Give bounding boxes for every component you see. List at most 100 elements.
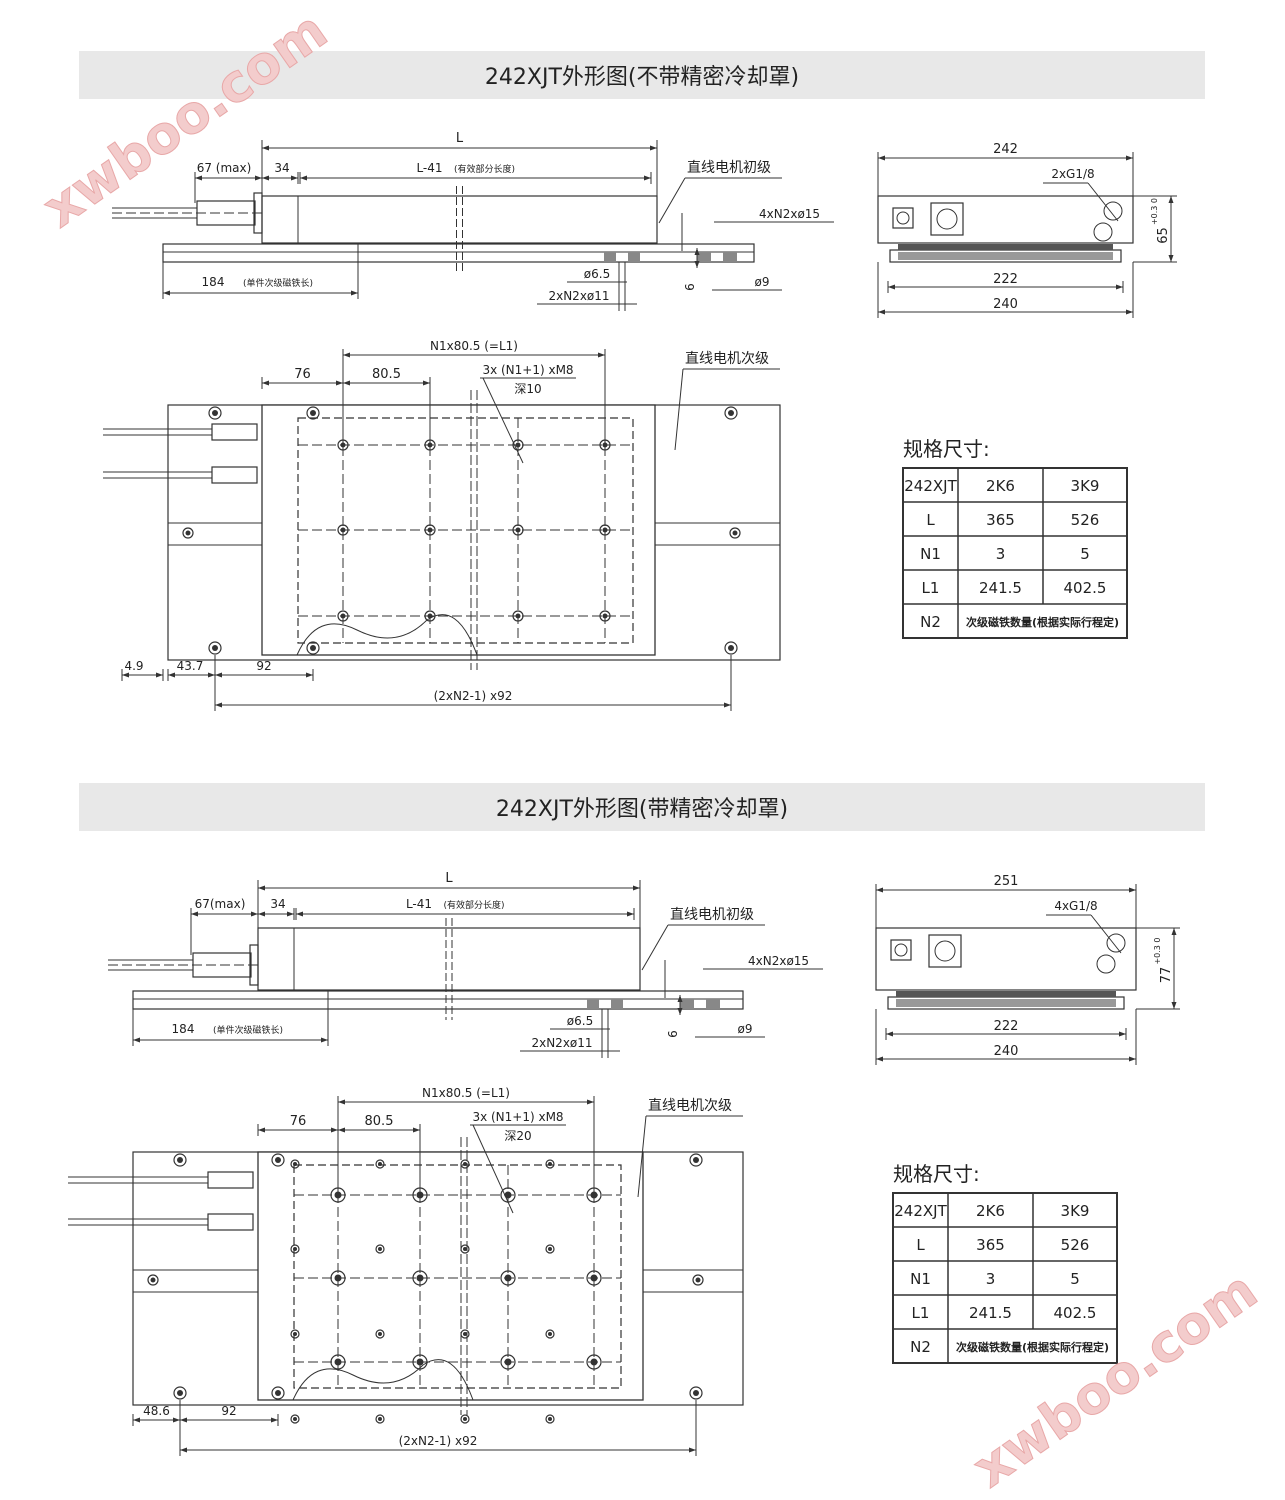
rail-mounting-hole bbox=[689, 1386, 703, 1400]
auxiliary-hole bbox=[290, 1159, 300, 1169]
label-240: 240 bbox=[994, 1044, 1019, 1059]
rail-mounting-hole bbox=[147, 1274, 159, 1286]
dimension-arrow bbox=[296, 911, 303, 917]
hole-center bbox=[504, 1274, 512, 1282]
spec-table-title: 规格尺寸: bbox=[893, 1162, 980, 1186]
label-cooling-ports: 2xG1/8 bbox=[1051, 167, 1094, 181]
dimension-arrow bbox=[1171, 928, 1177, 935]
cutaway-break bbox=[292, 1359, 474, 1401]
auxiliary-hole bbox=[375, 1244, 385, 1254]
cooling-port-icon bbox=[1093, 222, 1113, 242]
rail-mounting-hole bbox=[724, 641, 738, 655]
hole-center bbox=[504, 1191, 512, 1199]
dimension-arrow bbox=[343, 380, 350, 386]
label-end-height: 77 bbox=[1159, 967, 1174, 984]
label-L-41: L-41 bbox=[406, 897, 432, 911]
m8-mounting-hole bbox=[500, 1270, 516, 1286]
label-pitch-L1: N1x80.5 (=L1) bbox=[430, 339, 518, 353]
m8-mounting-hole bbox=[337, 524, 349, 536]
base-hatch bbox=[896, 999, 1116, 1007]
hole-center bbox=[185, 530, 191, 536]
dimension-arrow bbox=[122, 672, 129, 678]
hole-center bbox=[378, 1332, 382, 1336]
hole-center bbox=[728, 410, 734, 416]
label-67-max: 67 (max) bbox=[197, 161, 252, 175]
dimension-arrow bbox=[258, 911, 265, 917]
power-connector-icon bbox=[936, 208, 958, 230]
spec-table-title: 规格尺寸: bbox=[903, 437, 990, 461]
label-pitch-L1: N1x80.5 (=L1) bbox=[422, 1086, 510, 1100]
connector bbox=[207, 1213, 254, 1231]
dimension-arrow bbox=[133, 1037, 140, 1043]
connector bbox=[207, 1171, 254, 1189]
spec-table bbox=[902, 467, 1128, 639]
power-connector-square bbox=[928, 934, 962, 968]
dimension-arrow bbox=[650, 145, 657, 151]
primary-mover-plate bbox=[257, 1151, 644, 1401]
dimension-arrow bbox=[262, 380, 269, 386]
label-effective-length-note: (有效部分长度) bbox=[454, 163, 515, 175]
label-222: 222 bbox=[994, 1019, 1019, 1034]
table-cell: 365 bbox=[976, 1236, 1005, 1254]
signal-connector-icon bbox=[894, 943, 908, 957]
m8-mounting-hole bbox=[512, 610, 524, 622]
label-67-max: 67(max) bbox=[195, 897, 246, 911]
table-cell: 365 bbox=[986, 511, 1015, 529]
connector bbox=[211, 423, 258, 441]
rail-mounting-hole bbox=[271, 1386, 285, 1400]
hole-center bbox=[275, 1157, 281, 1163]
leader-line bbox=[1087, 182, 1119, 222]
hole-center bbox=[275, 1390, 281, 1396]
label-L: L bbox=[456, 131, 464, 146]
hole-center bbox=[728, 645, 734, 651]
table-cell-N2-desc: 次级磁铁数量(根据实际行程定) bbox=[966, 615, 1119, 629]
hole-center bbox=[590, 1358, 598, 1366]
power-connector-square bbox=[930, 202, 964, 236]
hole-center bbox=[150, 1277, 156, 1283]
hole-center bbox=[310, 410, 316, 416]
label-d9: ø9 bbox=[755, 275, 770, 289]
table-cell: 5 bbox=[1080, 545, 1090, 563]
dimension-arrow bbox=[878, 155, 885, 161]
label-height-tolerance: +0.3 0 bbox=[1153, 937, 1162, 964]
hole-center bbox=[515, 442, 521, 448]
leader-line bbox=[472, 1124, 514, 1214]
auxiliary-hole bbox=[290, 1244, 300, 1254]
leader-line bbox=[658, 177, 686, 224]
auxiliary-hole bbox=[375, 1414, 385, 1424]
label-80-5: 80.5 bbox=[372, 367, 401, 382]
leader-line bbox=[1090, 914, 1122, 954]
label-92: 92 bbox=[221, 1404, 236, 1418]
label-222: 222 bbox=[993, 272, 1018, 287]
hole-center bbox=[310, 645, 316, 651]
auxiliary-hole bbox=[545, 1159, 555, 1169]
leader-line bbox=[482, 377, 524, 464]
power-connector-icon bbox=[934, 940, 956, 962]
dimension-arrow bbox=[677, 995, 683, 1002]
label-2xN2x-d11: 2xN2xø11 bbox=[531, 1036, 592, 1050]
hole-center bbox=[293, 1332, 297, 1336]
dimension-arrow bbox=[255, 175, 262, 181]
dimension-arrow bbox=[627, 911, 634, 917]
hole-section-hatch bbox=[611, 999, 623, 1009]
label-6: 6 bbox=[683, 283, 697, 291]
hole-center bbox=[177, 1157, 183, 1163]
dimension-arrow bbox=[1126, 309, 1133, 315]
hole-center bbox=[293, 1162, 297, 1166]
leader-line bbox=[641, 924, 669, 971]
hole-section-hatch bbox=[723, 252, 737, 262]
signal-connector-icon bbox=[896, 211, 910, 225]
label-240: 240 bbox=[993, 297, 1018, 312]
dimension-arrow bbox=[1171, 1002, 1177, 1009]
secondary-rail bbox=[162, 243, 755, 263]
hole-center bbox=[548, 1417, 552, 1421]
dimension-arrow bbox=[168, 672, 175, 678]
signal-connector-square bbox=[892, 207, 914, 229]
hole-center bbox=[693, 1390, 699, 1396]
dimension-arrow bbox=[1126, 155, 1133, 161]
hole-center bbox=[602, 527, 608, 533]
dimension-arrow bbox=[291, 175, 298, 181]
dimension-arrow bbox=[208, 672, 215, 678]
label-d9: ø9 bbox=[738, 1022, 753, 1036]
